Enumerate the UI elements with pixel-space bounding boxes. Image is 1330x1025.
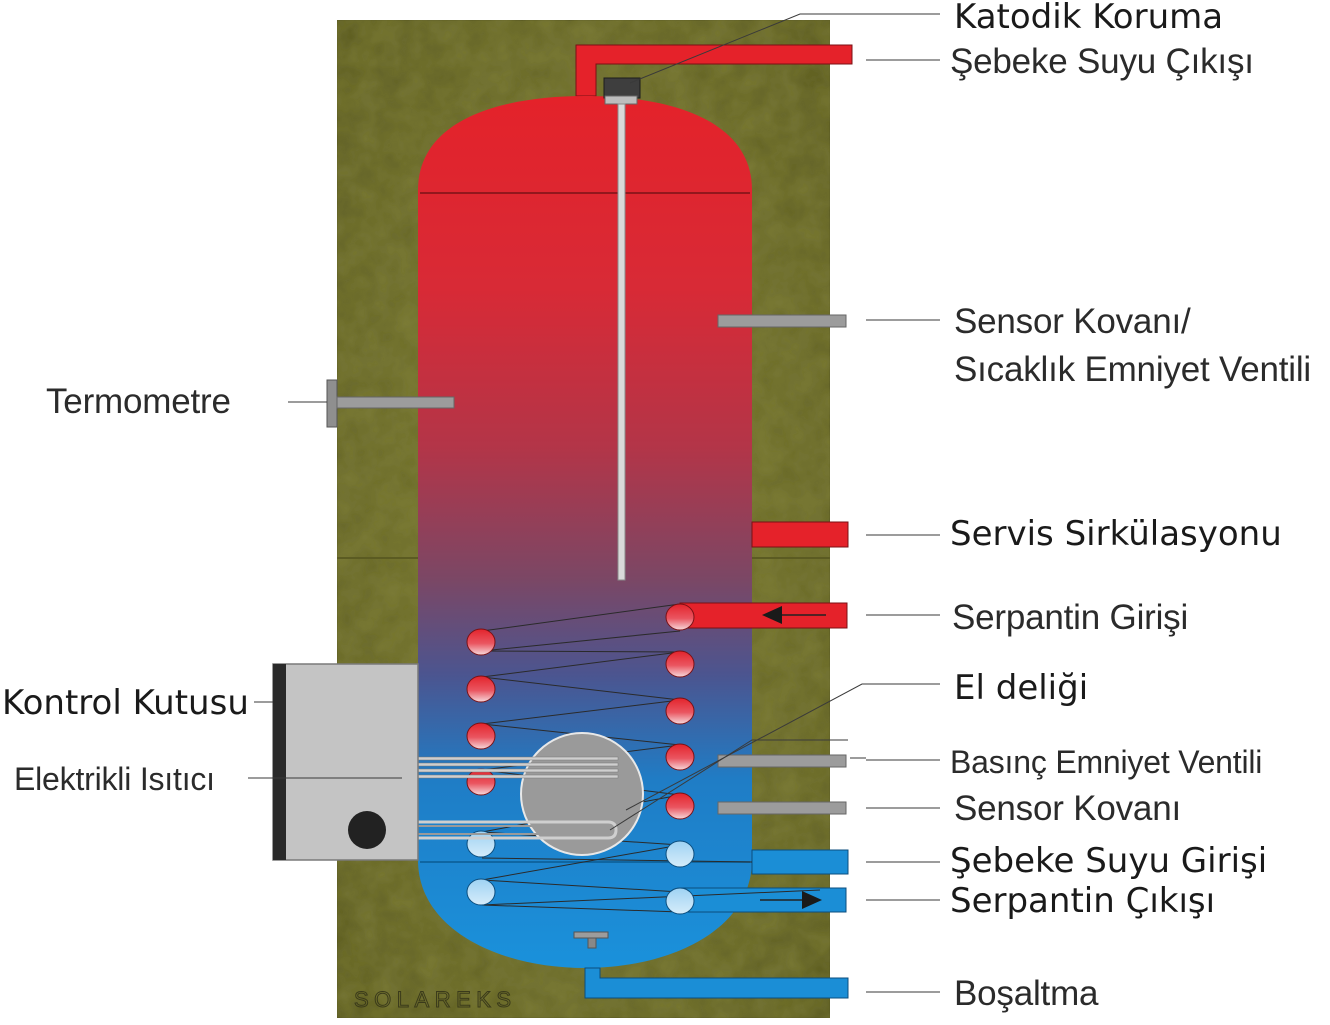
pressure-relief-valve-port — [717, 754, 847, 768]
hot-water-outlet-pipe — [575, 44, 853, 97]
sensor-well-port-bottom — [717, 801, 847, 815]
label-serpantin-girisi: Serpantin Girişi — [952, 598, 1189, 637]
label-termometre: Termometre — [46, 382, 231, 421]
label-el-deligi: El deliği — [954, 668, 1089, 708]
sensor-well-port-top — [717, 314, 847, 328]
drain-pipe — [573, 931, 849, 999]
label-sebeke-suyu-cikisi: Şebeke Suyu Çıkışı — [950, 42, 1254, 81]
label-sensor-kovani-bottom: Sensor Kovanı — [954, 789, 1181, 828]
label-bosaltma: Boşaltma — [954, 974, 1099, 1013]
label-katodik-koruma: Katodik Koruma — [954, 0, 1224, 37]
label-kontrol-kutusu: Kontrol Kutusu — [2, 683, 249, 723]
arrow-left-icon — [762, 606, 782, 624]
label-basinc-emniyet-ventili: Basınç Emniyet Ventili — [950, 744, 1263, 780]
brand-logo-text: SOLAREKS — [354, 987, 517, 1012]
label-sicaklik-emniyet-ventili: Sıcaklık Emniyet Ventili — [954, 350, 1312, 389]
label-servis-sirkulasyonu: Servis Sirkülasyonu — [950, 514, 1282, 554]
control-knob — [348, 811, 386, 849]
cold-water-inlet-pipe — [751, 849, 849, 875]
label-elektrikli-isitici: Elektrikli Isıtıcı — [14, 761, 215, 797]
arrow-right-icon — [802, 891, 822, 909]
service-circulation-pipe — [751, 521, 849, 548]
label-serpantin-cikisi: Serpantin Çıkışı — [950, 881, 1216, 921]
control-box — [272, 663, 419, 861]
coil-outlet-pipe — [679, 887, 847, 913]
leader-lines — [248, 13, 940, 993]
coil-inlet-pipe — [679, 602, 848, 629]
label-sebeke-suyu-girisi: Şebeke Suyu Girişi — [950, 841, 1268, 881]
thermometer-port — [326, 379, 455, 428]
label-sensor-kovani-top: Sensor Kovanı/ — [954, 302, 1191, 341]
